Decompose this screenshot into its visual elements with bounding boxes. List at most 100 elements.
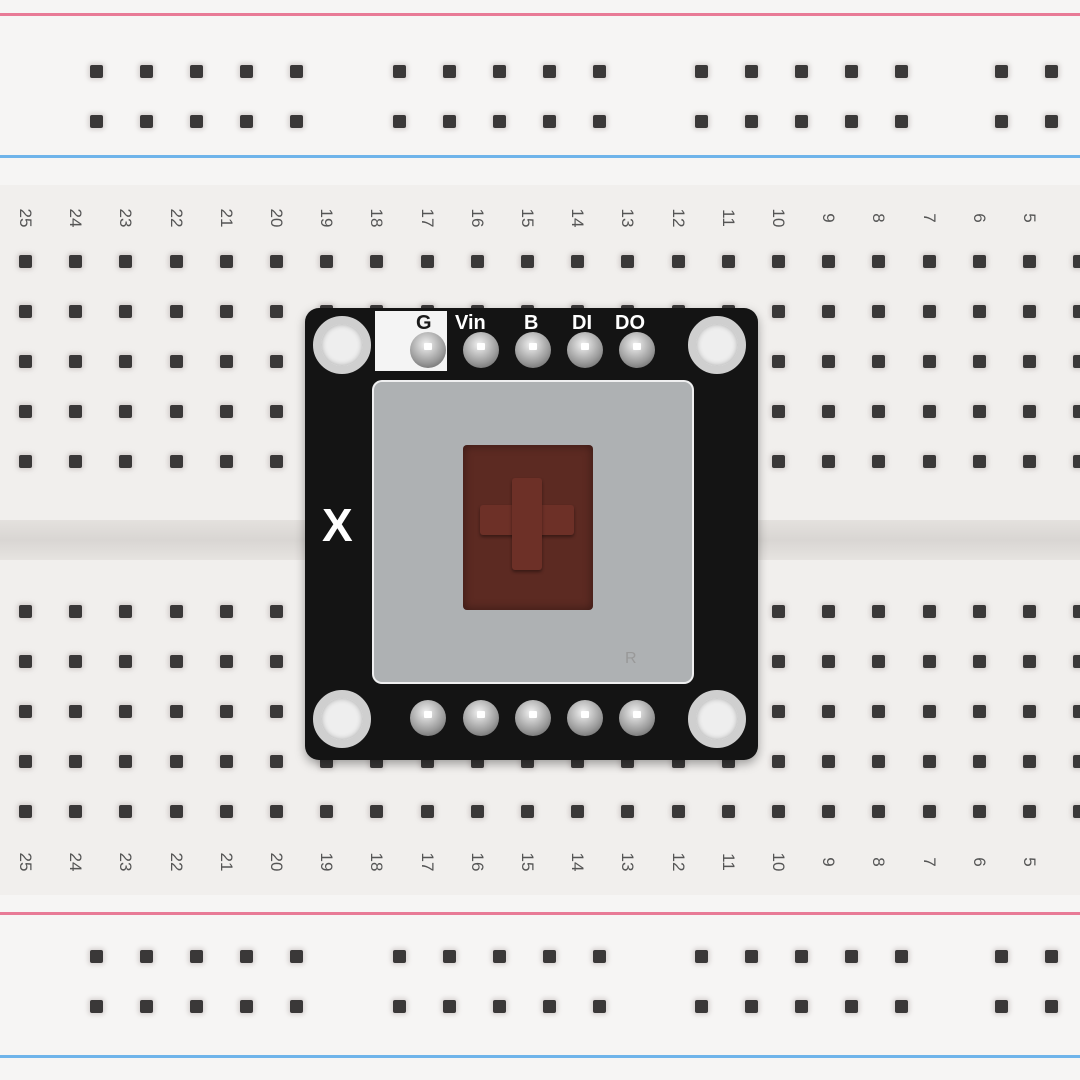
breadboard-hole bbox=[69, 805, 83, 818]
breadboard-hole bbox=[1073, 455, 1080, 468]
breadboard-hole bbox=[1023, 755, 1036, 768]
breadboard-hole bbox=[90, 115, 103, 128]
breadboard-hole bbox=[822, 405, 836, 418]
breadboard-hole bbox=[1073, 355, 1080, 368]
breadboard-hole bbox=[772, 305, 785, 318]
breadboard-hole bbox=[772, 255, 785, 268]
breadboard-hole bbox=[543, 65, 556, 78]
breadboard-hole bbox=[695, 115, 708, 128]
breadboard-hole bbox=[822, 705, 836, 718]
breadboard-hole bbox=[393, 1000, 406, 1013]
column-number: 15 bbox=[518, 208, 537, 228]
breadboard-hole bbox=[593, 65, 606, 78]
column-number: 13 bbox=[618, 852, 638, 872]
breadboard-hole bbox=[119, 605, 133, 618]
breadboard-hole bbox=[169, 755, 183, 768]
breadboard-hole bbox=[119, 355, 133, 368]
breadboard-hole bbox=[19, 605, 32, 618]
breadboard-hole bbox=[922, 755, 936, 768]
breadboard-hole bbox=[270, 805, 283, 818]
breadboard-hole bbox=[69, 705, 83, 718]
breadboard-hole bbox=[119, 755, 133, 768]
breadboard-hole bbox=[493, 1000, 506, 1013]
breadboard-hole bbox=[219, 605, 233, 618]
breadboard-hole bbox=[470, 805, 484, 818]
breadboard-hole bbox=[995, 115, 1008, 128]
column-number: 14 bbox=[568, 208, 588, 228]
breadboard-hole bbox=[1023, 305, 1036, 318]
breadboard-hole bbox=[1023, 805, 1036, 818]
column-number: 8 bbox=[869, 213, 889, 223]
breadboard-hole bbox=[695, 65, 708, 78]
breadboard-hole bbox=[169, 405, 183, 418]
pad-b bbox=[515, 332, 551, 368]
breadboard-hole bbox=[1073, 605, 1080, 618]
column-number: 19 bbox=[317, 852, 337, 872]
column-number: 9 bbox=[819, 213, 839, 223]
breadboard-hole bbox=[19, 255, 32, 268]
breadboard-hole bbox=[745, 950, 758, 963]
pad-bottom-3 bbox=[515, 700, 551, 736]
breadboard-hole bbox=[219, 705, 233, 718]
breadboard-hole bbox=[1073, 255, 1080, 268]
breadboard-hole bbox=[169, 605, 183, 618]
column-number: 10 bbox=[769, 852, 788, 872]
pad-bottom-2 bbox=[463, 700, 499, 736]
column-number: 6 bbox=[969, 857, 989, 867]
breadboard-hole bbox=[543, 115, 556, 128]
breadboard-hole bbox=[370, 805, 384, 818]
breadboard-hole bbox=[521, 255, 534, 268]
pad-do bbox=[619, 332, 655, 368]
breadboard-hole bbox=[822, 605, 836, 618]
breadboard-hole bbox=[69, 355, 83, 368]
breadboard-hole bbox=[1023, 255, 1036, 268]
breadboard-hole bbox=[169, 705, 183, 718]
breadboard-hole bbox=[772, 405, 785, 418]
breadboard-hole bbox=[69, 605, 83, 618]
breadboard-hole bbox=[922, 655, 936, 668]
column-number: 21 bbox=[216, 208, 236, 228]
breadboard-hole bbox=[872, 805, 886, 818]
breadboard-hole bbox=[169, 655, 183, 668]
breadboard-hole bbox=[19, 455, 32, 468]
breadboard-hole bbox=[571, 805, 585, 818]
breadboard-hole bbox=[845, 115, 858, 128]
breadboard-hole bbox=[90, 65, 103, 78]
breadboard-hole bbox=[543, 1000, 556, 1013]
breadboard-hole bbox=[872, 605, 886, 618]
breadboard-hole bbox=[872, 255, 886, 268]
column-number: 20 bbox=[267, 208, 286, 228]
breadboard-hole bbox=[1023, 705, 1036, 718]
breadboard-hole bbox=[119, 705, 133, 718]
breadboard-hole bbox=[19, 405, 32, 418]
breadboard-hole bbox=[1023, 455, 1036, 468]
breadboard-hole bbox=[621, 255, 635, 268]
breadboard-hole bbox=[443, 115, 456, 128]
breadboard-hole bbox=[140, 950, 153, 963]
breadboard-hole bbox=[140, 65, 153, 78]
breadboard-hole bbox=[721, 805, 735, 818]
breadboard-hole bbox=[169, 355, 183, 368]
breadboard-hole bbox=[19, 655, 32, 668]
breadboard-hole bbox=[972, 755, 986, 768]
column-number: 15 bbox=[518, 852, 537, 872]
breadboard-hole bbox=[19, 305, 32, 318]
breadboard-hole bbox=[190, 950, 203, 963]
breadboard-hole bbox=[443, 950, 456, 963]
breadboard-hole bbox=[90, 1000, 103, 1013]
breadboard-hole bbox=[543, 950, 556, 963]
bottom-blue-line bbox=[0, 1055, 1080, 1058]
breadboard-hole bbox=[493, 65, 506, 78]
pin-label-vin: Vin bbox=[455, 312, 486, 334]
breadboard-hole bbox=[822, 255, 836, 268]
pad-bottom-5 bbox=[619, 700, 655, 736]
column-number: 14 bbox=[568, 852, 588, 872]
column-number: 17 bbox=[417, 852, 437, 872]
breadboard-hole bbox=[695, 1000, 708, 1013]
column-number: 11 bbox=[718, 853, 738, 871]
breadboard-hole bbox=[845, 1000, 858, 1013]
breadboard-hole bbox=[895, 65, 908, 78]
breadboard-hole bbox=[370, 255, 384, 268]
breadboard-hole bbox=[922, 305, 936, 318]
breadboard-hole bbox=[270, 705, 283, 718]
